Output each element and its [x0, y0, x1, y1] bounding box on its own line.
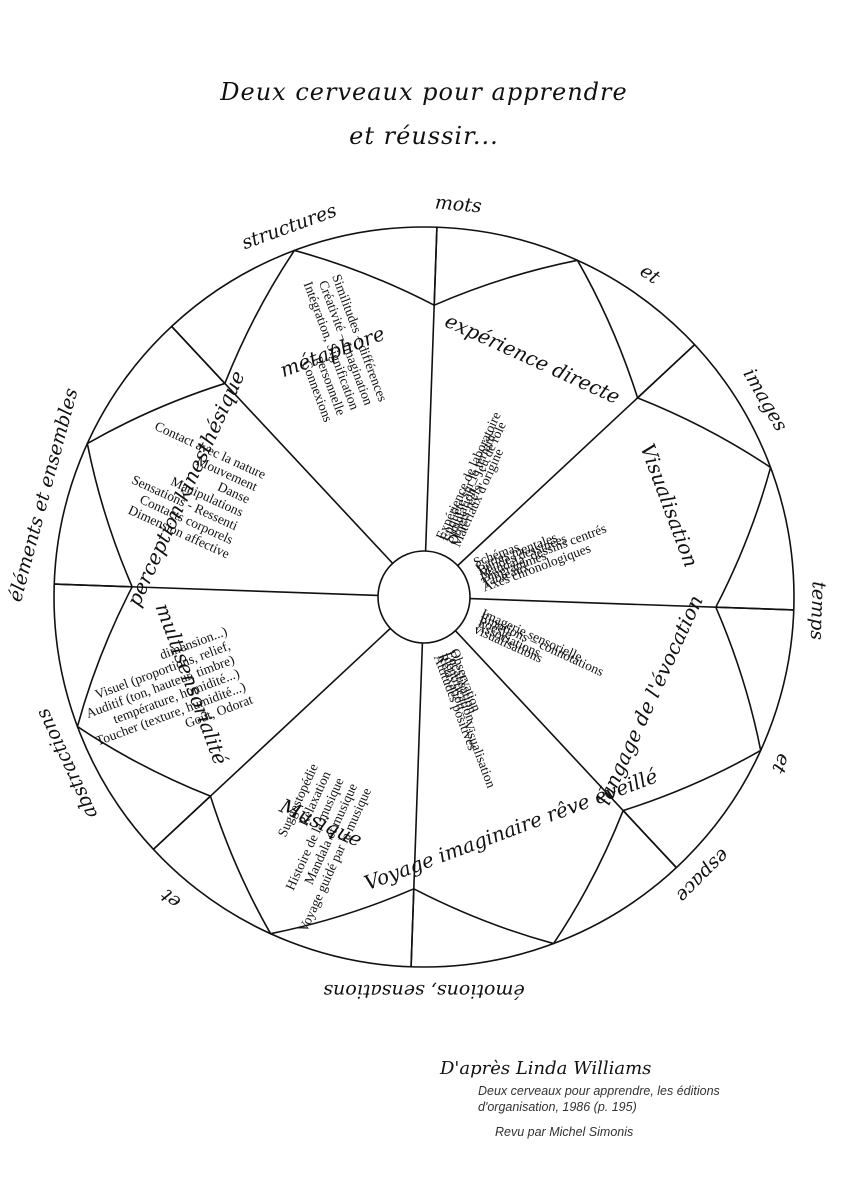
rim-label: et — [767, 750, 795, 777]
sector-heading: Visualisation — [635, 440, 703, 570]
rim-label: structures — [239, 199, 340, 254]
petal-edge — [410, 888, 415, 967]
rim-label: images — [739, 365, 792, 436]
petal-arc — [209, 795, 415, 935]
petal-arc — [76, 586, 211, 797]
rim-label: éléments et ensembles — [4, 386, 82, 605]
diagram-title: Deux cerveaux pour apprendre et réussir.… — [0, 70, 848, 158]
title-line-1: Deux cerveaux pour apprendre — [220, 78, 628, 106]
petal-edge — [715, 606, 794, 611]
rim-label: espace — [671, 844, 733, 906]
sector-heading: expérience directe — [441, 308, 623, 408]
rim-label: et — [156, 884, 185, 913]
petal-arc — [637, 397, 772, 608]
credit-signature: D'après Linda Williams — [440, 1058, 652, 1079]
petal-arc — [413, 810, 624, 945]
rim-label: émotions, sensations — [323, 980, 525, 1002]
petal-edge — [152, 795, 211, 850]
petal-edge — [637, 344, 696, 399]
petal-edge — [622, 810, 677, 869]
petal-arc — [224, 249, 435, 384]
petal-arc — [622, 606, 762, 812]
rim-label: temps — [806, 581, 830, 641]
inner-circle — [377, 550, 471, 644]
petal-edge — [54, 583, 133, 588]
petal-arc — [86, 382, 226, 588]
credit-block: D'après Linda Williams Deux cerveaux pou… — [440, 1058, 768, 1139]
brain-wheel-diagram: mots et images temps et espace émotions, sensa… — [4, 191, 830, 1002]
rim-label: et — [636, 260, 664, 289]
credit-reviewed: Revu par Michel Simonis — [495, 1125, 634, 1139]
title-line-2: et réussir... — [349, 122, 499, 150]
credit-reference: Deux cerveaux pour apprendre, les éditio… — [478, 1084, 720, 1114]
outer-circle — [53, 226, 795, 968]
wheel-structure — [53, 226, 795, 968]
rim-label: mots — [434, 191, 483, 217]
petal-arc — [433, 259, 639, 399]
petal-edge — [433, 227, 438, 306]
petal-edge — [171, 325, 226, 384]
rim-label: abstractions — [32, 705, 102, 822]
